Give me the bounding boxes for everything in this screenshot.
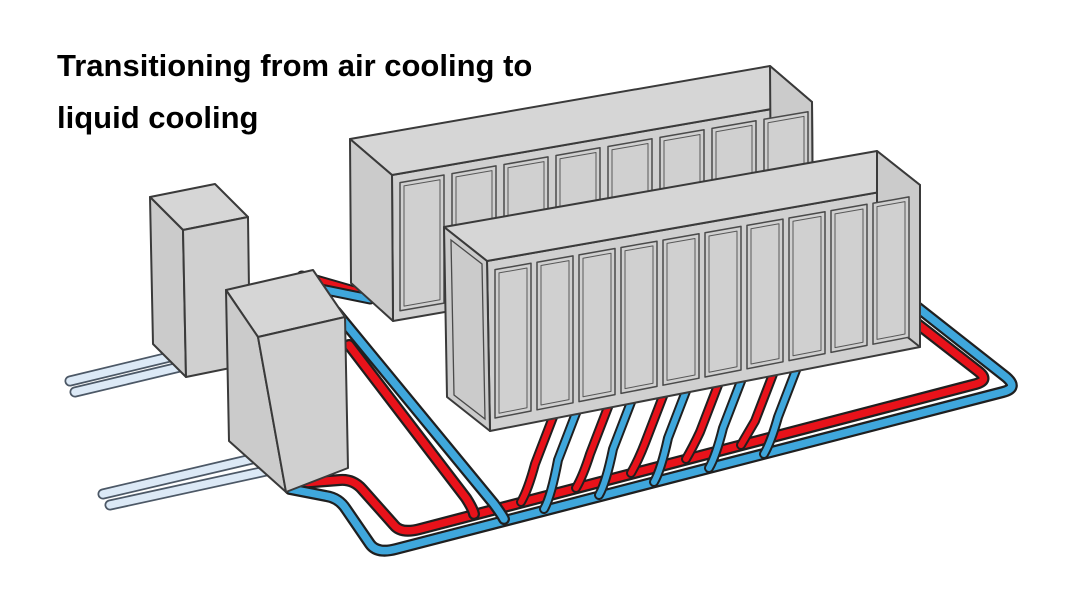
hot-branch-pipe: [738, 366, 778, 448]
rack-door: [536, 255, 574, 411]
front-rack-doors: [494, 196, 910, 419]
rack-door: [494, 262, 532, 419]
rack-door-inner: [792, 215, 822, 357]
facility-pipe: [66, 350, 186, 385]
rack-door: [662, 233, 700, 386]
rack-door-inner: [834, 208, 864, 349]
title-line-1: Transitioning from air cooling to: [57, 48, 533, 83]
rack-door-inner: [708, 230, 738, 373]
cold-branch-pipe: [651, 383, 691, 485]
rack-door: [620, 240, 658, 395]
rack-door-inner: [582, 252, 612, 398]
rack-door-inner: [750, 223, 780, 365]
rack-door: [746, 218, 784, 370]
diagram-title: Transitioning from air cooling to liquid…: [57, 40, 677, 144]
facility-pipe: [71, 361, 192, 396]
aisle-feed-pipes: [330, 306, 510, 525]
facility-pipe: [106, 467, 270, 509]
cold-aisle-pipe: [332, 308, 508, 523]
hot-branch-pipe: [518, 409, 558, 505]
facility-water-pipes: [64, 348, 272, 511]
front-rack-left-end: [443, 226, 491, 432]
cold-branch-pipe: [596, 394, 636, 498]
rack-door: [704, 225, 742, 378]
front-rack-left-end-panel: [450, 238, 486, 421]
rack-door: [830, 203, 868, 354]
rack-door-inner: [666, 238, 696, 381]
rack-door-inner: [624, 245, 654, 390]
rear-rack-left-end: [349, 138, 394, 322]
rack-door: [788, 210, 826, 362]
hot-branch-pipe: [573, 399, 613, 491]
cold-branch-pipe: [541, 405, 581, 512]
rack-branch-pipes: [516, 360, 803, 514]
coolant-loop: [282, 301, 1018, 557]
rack-door-inner: [876, 201, 906, 340]
cdu-front: [225, 269, 349, 493]
hot-loop: [284, 318, 988, 535]
cold-branch-pipe: [761, 362, 801, 457]
hot-branch-pipe: [628, 388, 668, 476]
cdu-front-right-face: [257, 316, 349, 493]
front-rack-row: [443, 150, 921, 432]
title-line-2: liquid cooling: [57, 100, 259, 135]
cold-loop: [286, 303, 1016, 555]
hot-branch-pipe: [683, 377, 723, 462]
rack-door-inner: [498, 267, 528, 414]
hot-aisle-pipe: [345, 341, 478, 518]
rack-door: [399, 174, 445, 312]
facility-pipe: [99, 455, 256, 498]
rack-door-inner: [403, 179, 441, 307]
rack-door: [578, 247, 616, 403]
rack-door: [872, 196, 910, 345]
cold-branch-pipe: [706, 373, 746, 471]
rack-door-inner: [540, 260, 570, 406]
